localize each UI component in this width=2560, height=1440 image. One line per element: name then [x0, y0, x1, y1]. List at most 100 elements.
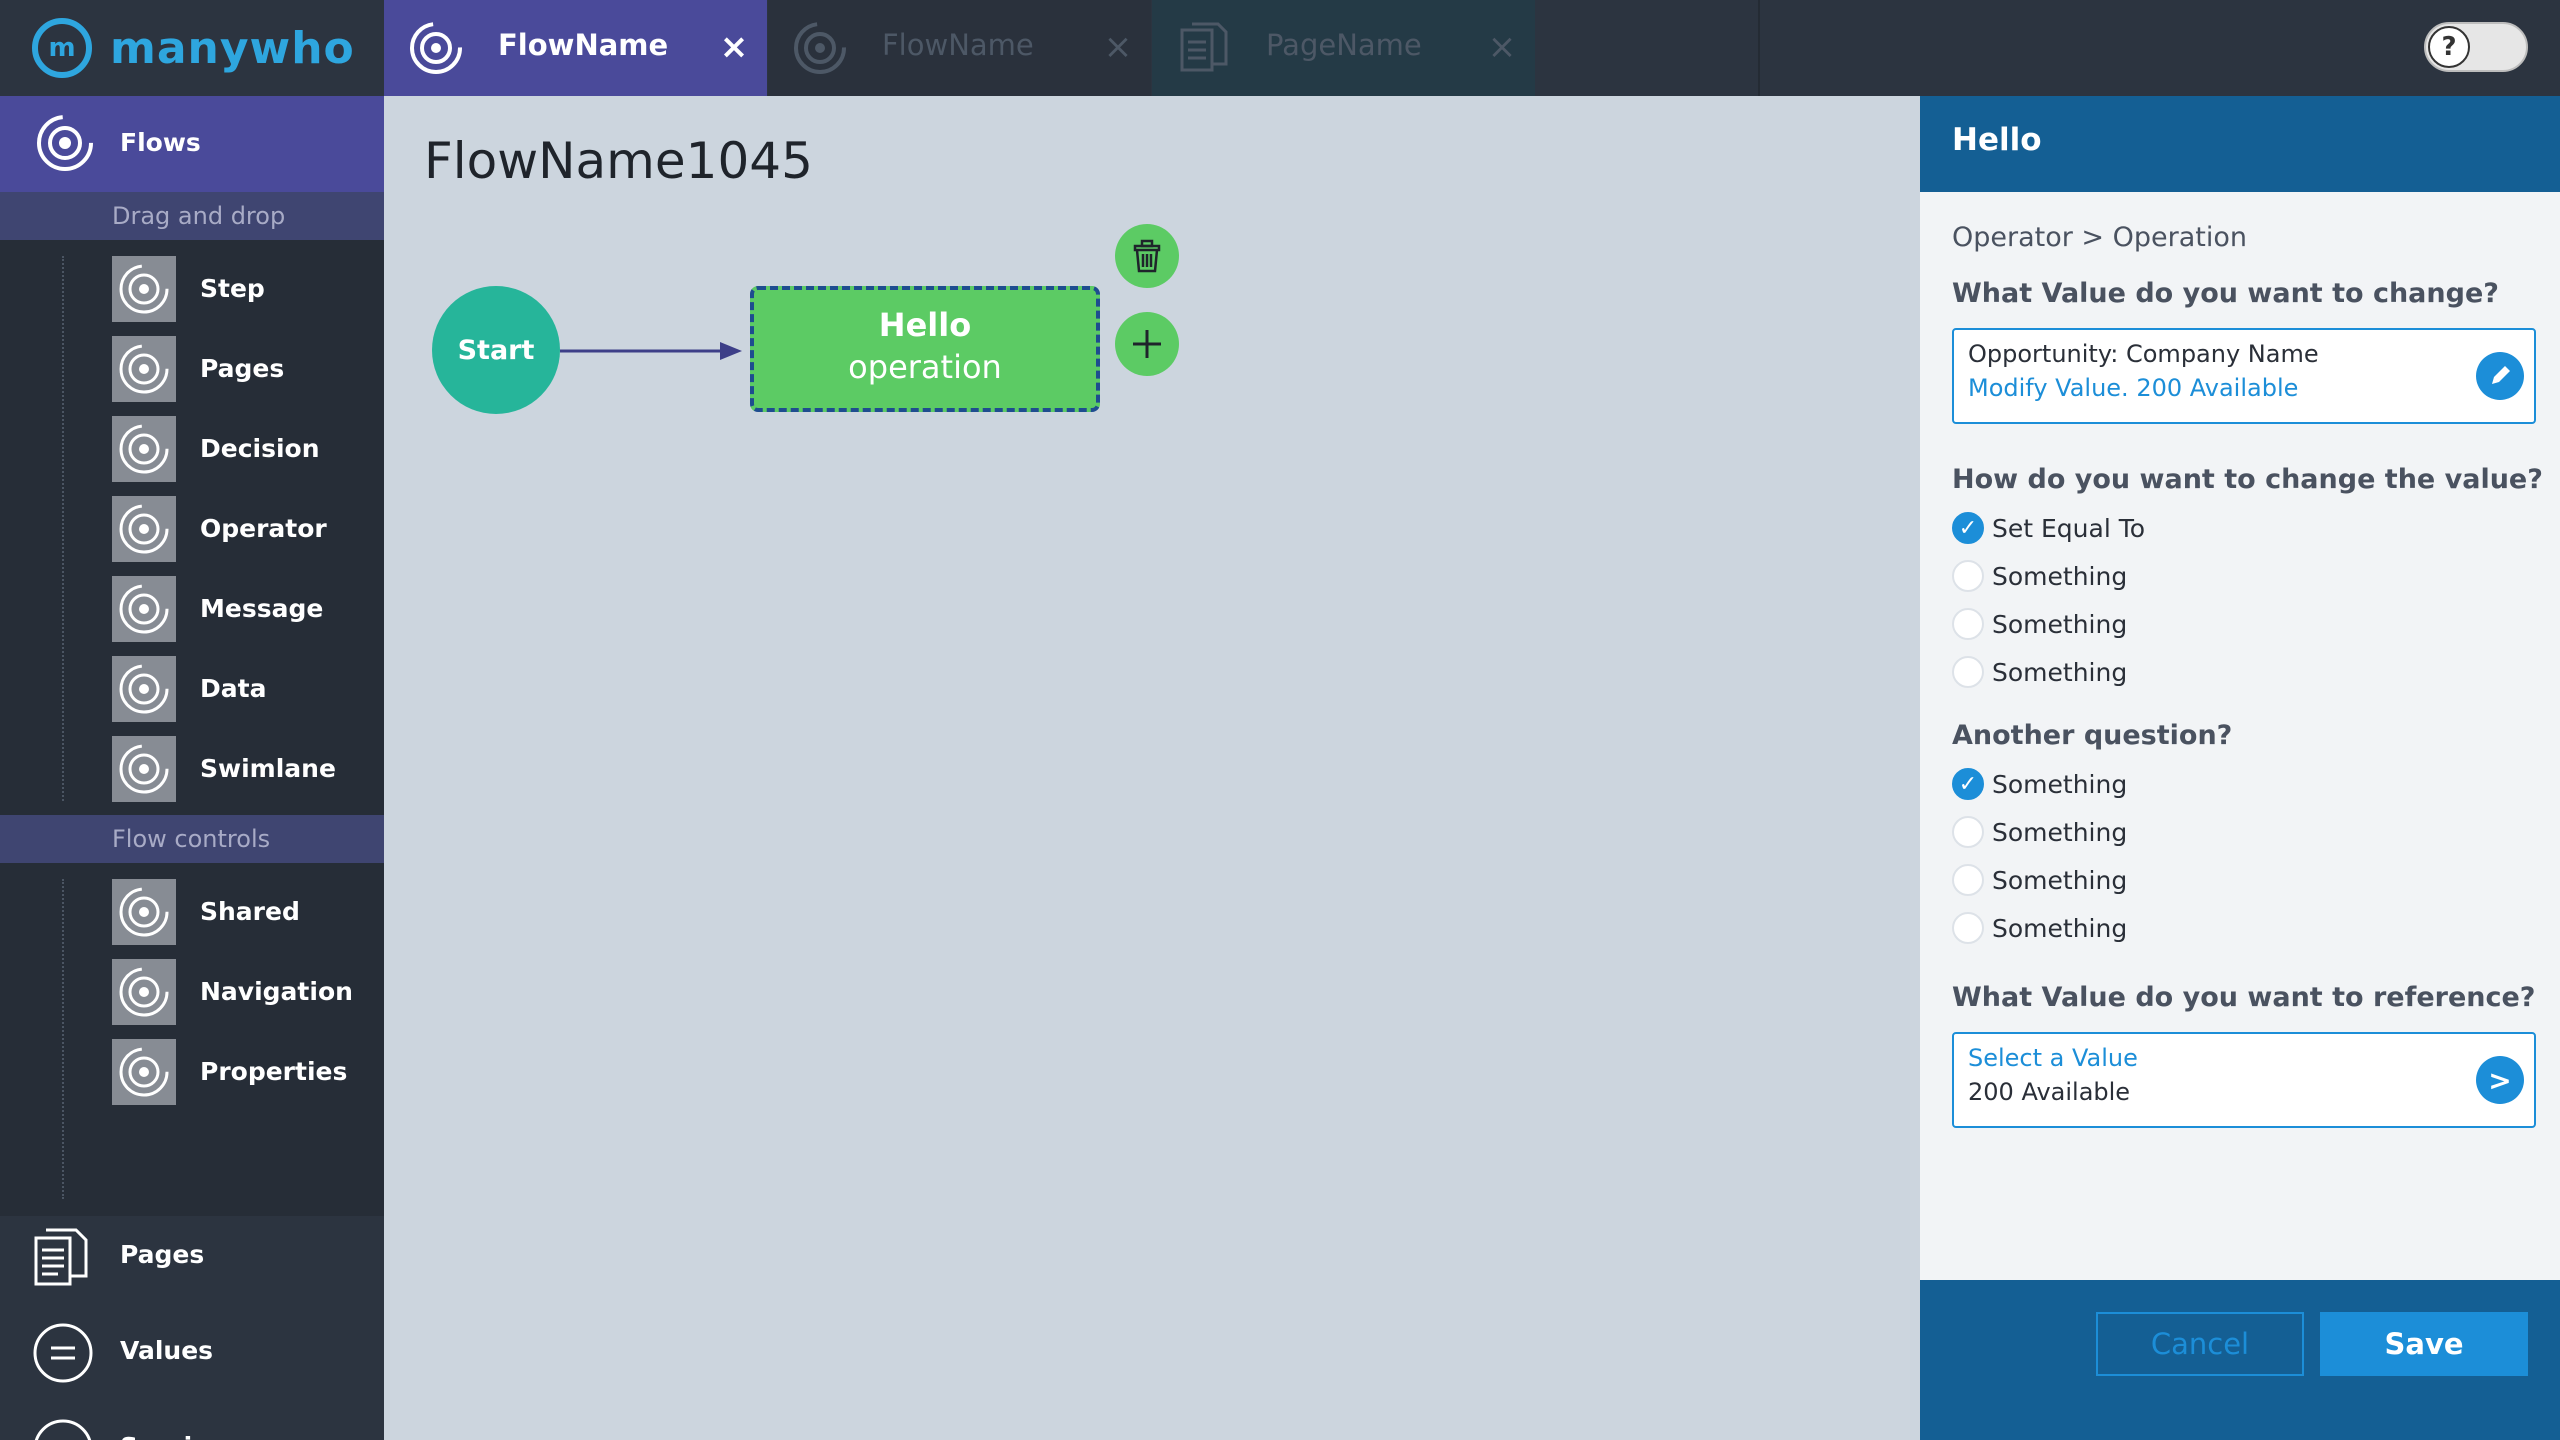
breadcrumb: Operator > Operation — [1952, 222, 2248, 253]
drag-item-pages[interactable]: Pages — [112, 336, 384, 402]
chevron-right-icon[interactable]: > — [2476, 1056, 2524, 1104]
control-item-label: Properties — [200, 1057, 348, 1086]
sidebar: Flows Drag and drop Step Pages Decision … — [0, 96, 384, 1440]
flow-icon — [794, 22, 846, 74]
operation-node-title: Hello — [878, 306, 972, 344]
panel-title: Hello — [1952, 122, 2042, 158]
drag-item-label: Message — [200, 594, 324, 623]
operation-node[interactable]: Hello operation — [750, 286, 1100, 412]
close-icon[interactable]: × — [1103, 27, 1133, 67]
brand-name: manywho — [110, 22, 355, 74]
tab-flowname[interactable]: FlowName × — [768, 0, 1151, 96]
control-item-properties[interactable]: Properties — [112, 1039, 384, 1105]
panel-header: Hello — [1920, 96, 2560, 192]
radio-option[interactable]: Something — [1952, 860, 2127, 900]
radio-label: Something — [1992, 769, 2128, 799]
flow-controls-list: Shared Navigation Properties — [0, 863, 384, 1216]
help-toggle[interactable]: ? — [2424, 22, 2528, 72]
sidebar-item-label: Values — [120, 1336, 214, 1365]
connector-arrow[interactable] — [560, 339, 860, 363]
start-node-label: Start — [457, 334, 535, 366]
close-icon[interactable]: × — [719, 27, 749, 67]
radio-option-set-equal-to[interactable]: ✓ Set Equal To — [1952, 508, 2145, 548]
sidebar-item-flows[interactable]: Flows — [0, 96, 384, 192]
tab-label: FlowName — [882, 28, 1034, 62]
tab-flowname-active[interactable]: FlowName × — [384, 0, 767, 96]
navigation-icon — [112, 959, 176, 1025]
drag-item-operator[interactable]: Operator — [112, 496, 384, 562]
radio-unchecked-icon[interactable] — [1952, 816, 1984, 848]
step-icon — [112, 256, 176, 322]
radio-unchecked-icon[interactable] — [1952, 912, 1984, 944]
logo[interactable]: m manywho — [0, 0, 384, 96]
radio-checked-icon[interactable]: ✓ — [1952, 768, 1984, 800]
radio-label: Something — [1992, 657, 2128, 687]
value-to-change-field[interactable]: Opportunity: Company Name Modify Value. … — [1952, 328, 2536, 424]
sidebar-item-values[interactable]: Values — [0, 1306, 384, 1402]
page-icon — [34, 1228, 88, 1286]
section-drag-and-drop: Drag and drop — [0, 192, 384, 240]
control-item-label: Shared — [200, 897, 300, 926]
decision-icon — [112, 416, 176, 482]
operator-icon — [112, 496, 176, 562]
flow-title: FlowName1045 — [424, 132, 813, 190]
flow-canvas[interactable]: FlowName1045 Start Hello operation — [384, 96, 1920, 1440]
radio-unchecked-icon[interactable] — [1952, 864, 1984, 896]
radio-option[interactable]: Something — [1952, 652, 2127, 692]
sidebar-item-services[interactable]: Services — [0, 1402, 384, 1440]
page-icon — [1180, 22, 1228, 72]
section-label: Drag and drop — [112, 202, 286, 230]
add-node-button[interactable] — [1115, 312, 1179, 376]
sidebar-item-label: Flows — [120, 128, 201, 157]
radio-option[interactable]: Something — [1952, 556, 2127, 596]
drag-item-decision[interactable]: Decision — [112, 416, 384, 482]
radio-label: Something — [1992, 817, 2128, 847]
shared-icon — [112, 879, 176, 945]
section-flow-controls: Flow controls — [0, 815, 384, 863]
control-item-shared[interactable]: Shared — [112, 879, 384, 945]
tab-label: PageName — [1266, 28, 1422, 62]
properties-panel: Hello Operator > Operation What Value do… — [1920, 96, 2560, 1440]
radio-unchecked-icon[interactable] — [1952, 608, 1984, 640]
swimlane-icon — [112, 736, 176, 802]
drag-item-label: Step — [200, 274, 265, 303]
pencil-icon — [2492, 366, 2510, 384]
drag-item-step[interactable]: Step — [112, 256, 384, 322]
select-value-link[interactable]: Select a Value — [1968, 1044, 2138, 1072]
radio-checked-icon[interactable]: ✓ — [1952, 512, 1984, 544]
operation-node-type: operation — [848, 348, 1002, 386]
sidebar-item-label: Services — [120, 1432, 239, 1440]
drag-item-message[interactable]: Message — [112, 576, 384, 642]
tab-divider — [1758, 0, 1760, 96]
drag-item-label: Swimlane — [200, 754, 336, 783]
logo-icon: m — [32, 18, 92, 78]
reference-value-field[interactable]: Select a Value 200 Available > — [1952, 1032, 2536, 1128]
radio-option[interactable]: Something — [1952, 604, 2127, 644]
pages-icon — [112, 336, 176, 402]
properties-icon — [112, 1039, 176, 1105]
question-value-to-change: What Value do you want to change? — [1952, 278, 2499, 309]
cancel-button[interactable]: Cancel — [2096, 1312, 2304, 1376]
radio-label: Something — [1992, 609, 2128, 639]
control-item-navigation[interactable]: Navigation — [112, 959, 384, 1025]
radio-label: Something — [1992, 865, 2128, 895]
drag-item-data[interactable]: Data — [112, 656, 384, 722]
services-icon — [34, 1419, 92, 1440]
radio-unchecked-icon[interactable] — [1952, 656, 1984, 688]
values-icon — [33, 1323, 93, 1383]
close-icon[interactable]: × — [1487, 27, 1517, 67]
save-button[interactable]: Save — [2320, 1312, 2528, 1376]
delete-node-button[interactable] — [1115, 224, 1179, 288]
data-icon — [112, 656, 176, 722]
radio-option[interactable]: Something — [1952, 908, 2127, 948]
radio-unchecked-icon[interactable] — [1952, 560, 1984, 592]
drag-item-swimlane[interactable]: Swimlane — [112, 736, 384, 802]
panel-footer: Cancel Save — [1920, 1280, 2560, 1440]
modify-value-link[interactable]: Modify Value. 200 Available — [1968, 374, 2299, 402]
start-node[interactable]: Start — [432, 286, 560, 414]
sidebar-item-pages[interactable]: Pages — [0, 1210, 384, 1306]
radio-option[interactable]: Something — [1952, 812, 2127, 852]
radio-option[interactable]: ✓ Something — [1952, 764, 2127, 804]
tab-pagename[interactable]: PageName × — [1152, 0, 1535, 96]
edit-value-button[interactable] — [2476, 352, 2524, 400]
